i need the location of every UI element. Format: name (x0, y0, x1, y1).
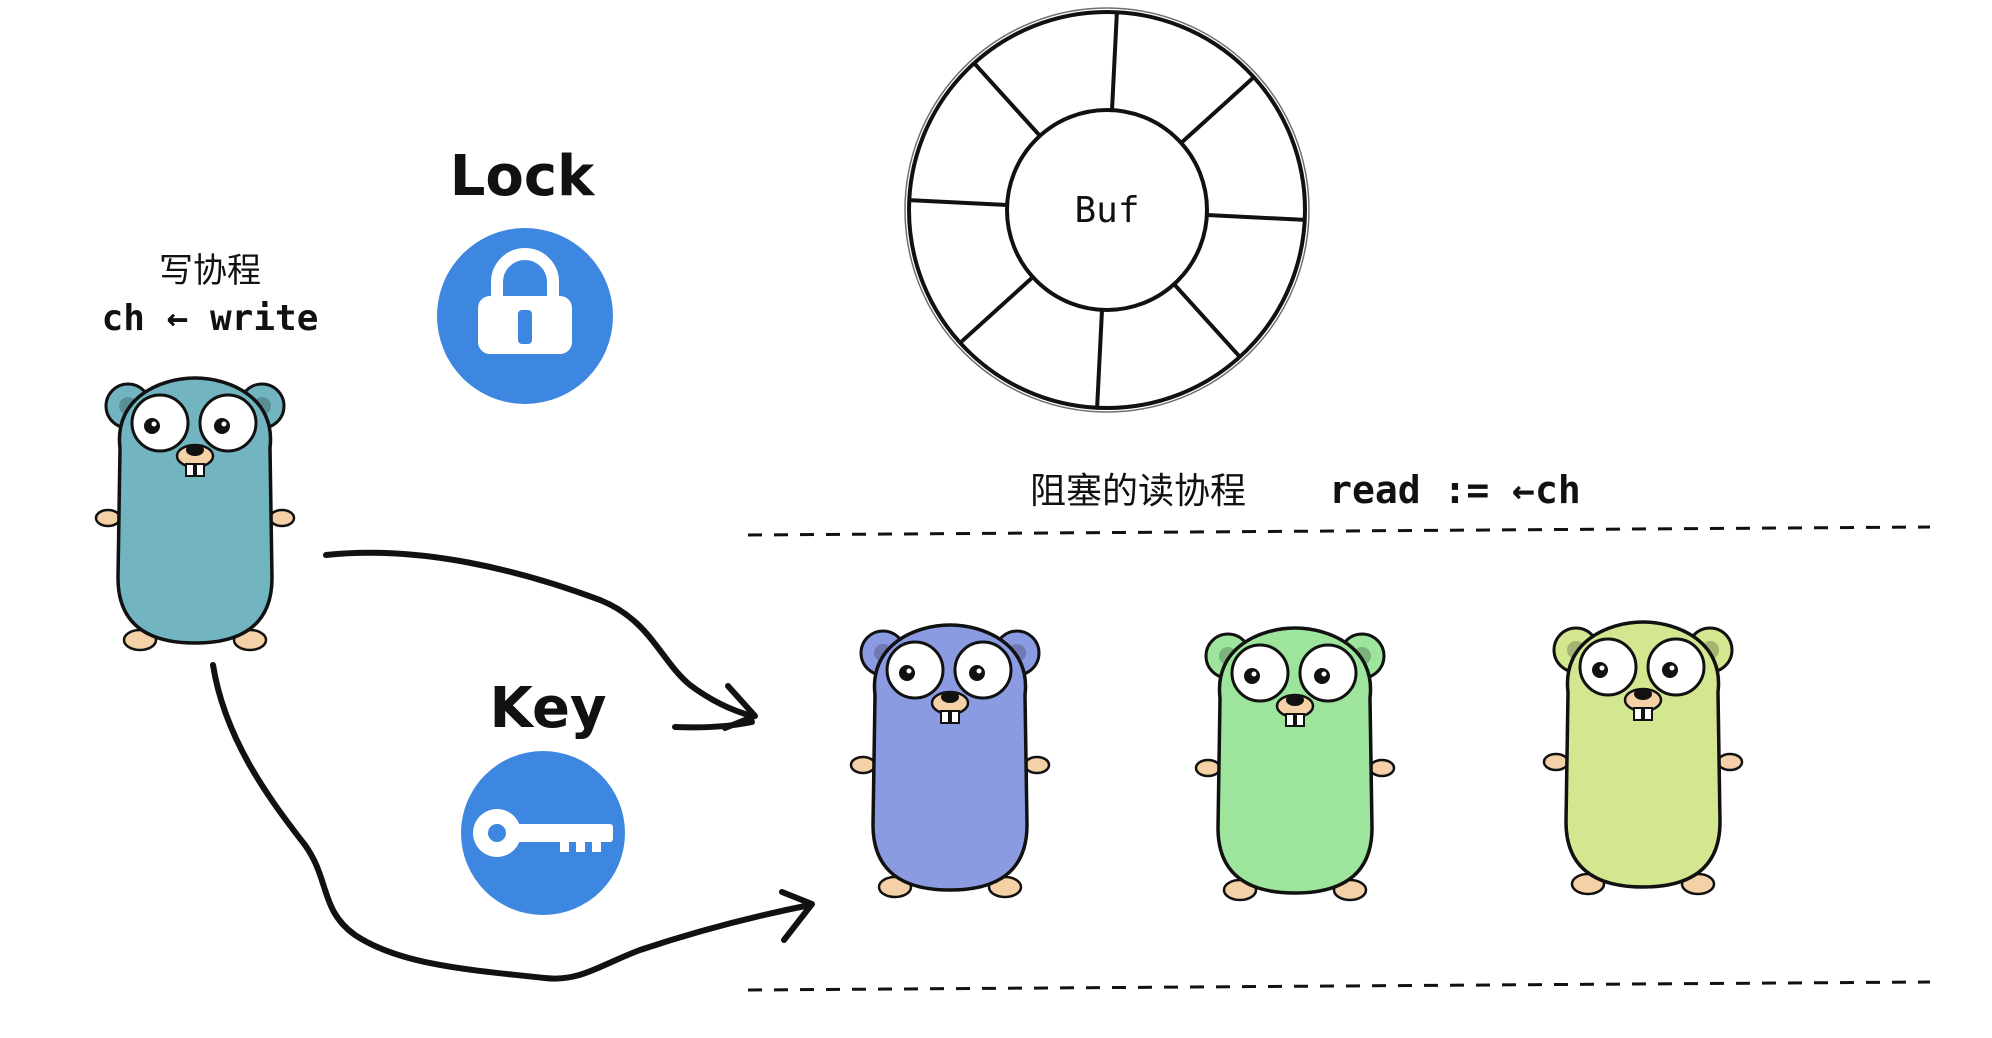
writer-gopher (94, 376, 296, 652)
reader-caption: 阻塞的读协程 (1030, 471, 1246, 512)
buffer-slot-divider (1179, 75, 1256, 145)
buffer-slot-divider (1110, 12, 1119, 111)
reader-gopher-3 (1542, 620, 1744, 896)
buffer-slot-divider (909, 198, 1008, 207)
key-label: Key (490, 676, 607, 741)
reader-gopher-1 (849, 623, 1051, 899)
writer-code: ch ← write (102, 298, 319, 339)
bottom-dashed-line (747, 980, 1931, 992)
arrow-upper (323, 549, 758, 731)
lock-icon (437, 228, 613, 404)
reader-gopher-2 (1194, 626, 1396, 902)
buffer-slot-divider (1095, 309, 1104, 408)
top-dashed-line (747, 525, 1931, 537)
arrow-lower (210, 662, 815, 982)
buffer-slot-divider (1172, 282, 1242, 359)
writer-title: 写协程 (159, 251, 261, 291)
buffer-ring: Buf (904, 7, 1310, 413)
key-icon (461, 751, 625, 915)
reader-code: read := ←ch (1329, 468, 1581, 512)
buffer-slot-divider (1206, 213, 1305, 222)
buffer-slot-divider (958, 275, 1035, 345)
buffer-slot-divider (972, 61, 1042, 138)
lock-label: Lock (450, 144, 596, 209)
buffer-label: Buf (1074, 190, 1139, 231)
